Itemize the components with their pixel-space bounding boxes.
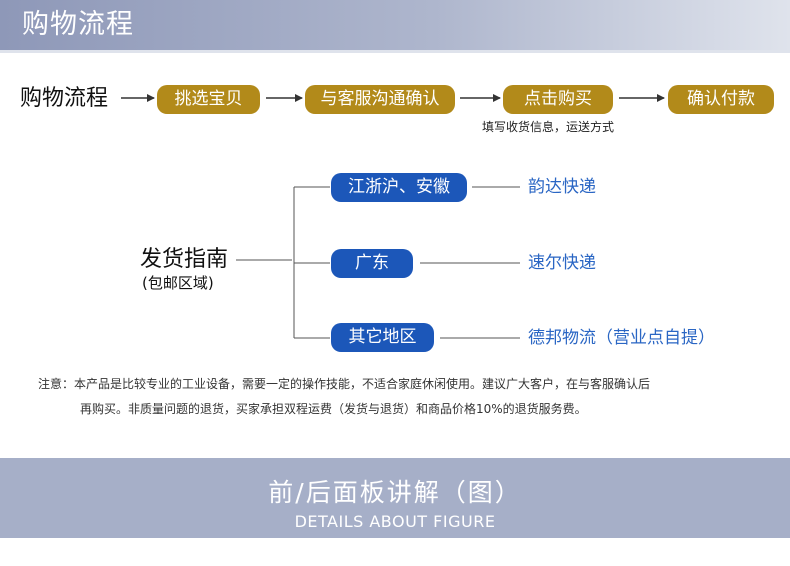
footer-title: 前/后面板讲解（图） xyxy=(268,478,522,507)
flow-step-confirm-service: 与客服沟通确认 xyxy=(305,85,455,114)
footer-subtitle: DETAILS ABOUT FIGURE xyxy=(294,512,496,531)
notice-line-1: 注意：本产品是比较专业的工业设备，需要一定的操作技能，不适合家庭休闲使用。建议广… xyxy=(38,377,651,391)
shipping-sublabel: (包邮区域) xyxy=(142,274,214,292)
header-band xyxy=(0,0,790,53)
courier-debang: 德邦物流（营业点自提） xyxy=(528,328,715,348)
courier-suer: 速尔快递 xyxy=(528,253,596,273)
footer-band xyxy=(0,458,790,538)
header-title: 购物流程 xyxy=(22,9,134,40)
flow-step-select-item: 挑选宝贝 xyxy=(157,85,260,114)
flow-label: 购物流程 xyxy=(20,86,109,111)
flow-step-purchase: 点击购买 xyxy=(503,85,613,114)
flow-step-pay: 确认付款 xyxy=(668,85,774,114)
region-jiangzhehu-anhui: 江浙沪、安徽 xyxy=(331,173,467,202)
notice-line-2: 再购买。非质量问题的退货，买家承担双程运费（发货与退货）和商品价格10%的退货服… xyxy=(80,402,587,416)
flow-step-note: 填写收货信息，运送方式 xyxy=(482,120,615,134)
bottom-strip xyxy=(0,538,790,566)
region-guangdong: 广东 xyxy=(331,249,413,278)
region-other: 其它地区 xyxy=(331,323,434,352)
shipping-label: 发货指南 xyxy=(140,247,229,272)
courier-yunda: 韵达快递 xyxy=(528,177,596,197)
connector-lines xyxy=(121,94,665,339)
